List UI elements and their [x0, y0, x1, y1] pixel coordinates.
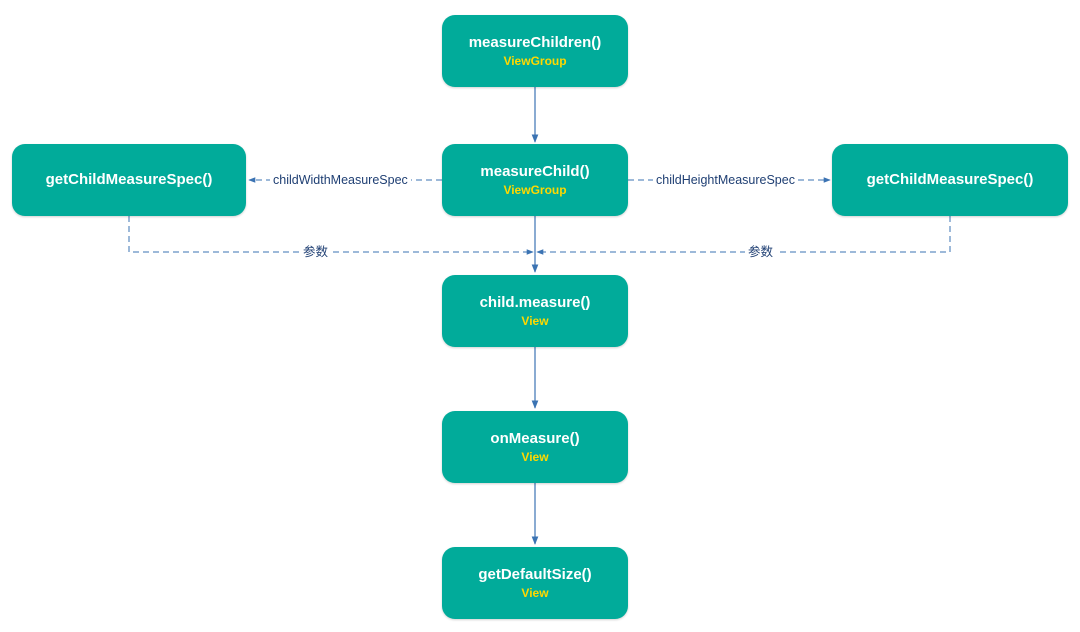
node-child-measure-subtitle: View — [521, 314, 549, 328]
node-get-default-size: getDefaultSize() View — [442, 547, 628, 619]
edge-label-param-left: 参数 — [300, 244, 332, 260]
edge-param-right — [536, 216, 951, 255]
node-get-default-size-title: getDefaultSize() — [478, 566, 592, 583]
node-measure-child: measureChild() ViewGroup — [442, 144, 628, 216]
node-get-child-measure-spec-right: getChildMeasureSpec() — [832, 144, 1068, 216]
edge-param-left — [128, 216, 534, 255]
node-measure-children-title: measureChildren() — [468, 34, 602, 51]
node-get-child-measure-spec-right-title: getChildMeasureSpec() — [866, 171, 1034, 188]
node-child-measure: child.measure() View — [442, 275, 628, 347]
node-on-measure-title: onMeasure() — [490, 430, 580, 447]
node-measure-children: measureChildren() ViewGroup — [442, 15, 628, 87]
node-get-child-measure-spec-left: getChildMeasureSpec() — [12, 144, 246, 216]
edge-label-child-width-spec: childWidthMeasureSpec — [270, 172, 411, 188]
node-get-child-measure-spec-left-title: getChildMeasureSpec() — [45, 171, 213, 188]
edge-label-child-height-spec: childHeightMeasureSpec — [653, 172, 798, 188]
node-measure-child-subtitle: ViewGroup — [503, 183, 567, 197]
node-measure-child-title: measureChild() — [480, 163, 590, 180]
node-on-measure-subtitle: View — [521, 450, 549, 464]
node-on-measure: onMeasure() View — [442, 411, 628, 483]
node-get-default-size-subtitle: View — [521, 586, 549, 600]
node-measure-children-subtitle: ViewGroup — [503, 54, 567, 68]
edge-label-param-right: 参数 — [745, 244, 777, 260]
node-child-measure-title: child.measure() — [479, 294, 591, 311]
